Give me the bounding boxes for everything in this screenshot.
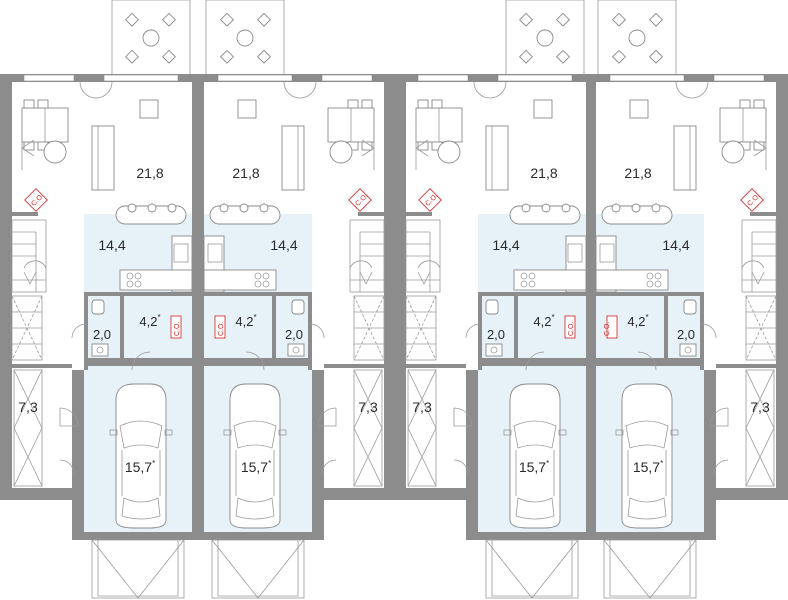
unit-2 bbox=[197, 0, 397, 599]
room-area-kitchen: 14,4 bbox=[270, 237, 297, 253]
room-area-garage: 15,7* bbox=[125, 459, 155, 475]
room-area-kitchen: 14,4 bbox=[492, 237, 519, 253]
unit-4 bbox=[589, 0, 788, 599]
room-area-hall: 7,3 bbox=[750, 399, 770, 415]
room-area-garage: 15,7* bbox=[633, 459, 663, 475]
room-area-living: 21,8 bbox=[232, 165, 259, 181]
room-area-utility: 4,2* bbox=[139, 313, 160, 329]
room-area-bath: 2,0 bbox=[677, 327, 695, 342]
room-area-living: 21,8 bbox=[624, 165, 651, 181]
room-area-garage: 15,7* bbox=[241, 459, 271, 475]
room-area-hall: 7,3 bbox=[18, 399, 38, 415]
room-area-garage: 15,7* bbox=[519, 459, 549, 475]
utility-tag: C.O. bbox=[174, 322, 181, 336]
unit-1 bbox=[0, 0, 199, 599]
utility-tag: C.O. bbox=[218, 322, 225, 336]
room-area-utility: 4,2* bbox=[627, 313, 648, 329]
room-area-utility: 4,2* bbox=[235, 313, 256, 329]
room-area-kitchen: 14,4 bbox=[98, 237, 125, 253]
room-area-hall: 7,3 bbox=[358, 399, 378, 415]
room-area-living: 21,8 bbox=[136, 165, 163, 181]
utility-tag: C.O. bbox=[604, 322, 611, 336]
room-area-bath: 2,0 bbox=[487, 327, 505, 342]
room-area-utility: 4,2* bbox=[533, 313, 554, 329]
unit-3 bbox=[393, 0, 593, 599]
room-area-living: 21,8 bbox=[530, 165, 557, 181]
room-area-bath: 2,0 bbox=[93, 327, 111, 342]
room-area-hall: 7,3 bbox=[412, 399, 432, 415]
room-area-kitchen: 14,4 bbox=[662, 237, 689, 253]
room-area-bath: 2,0 bbox=[285, 327, 303, 342]
utility-tag: C.O. bbox=[568, 322, 575, 336]
